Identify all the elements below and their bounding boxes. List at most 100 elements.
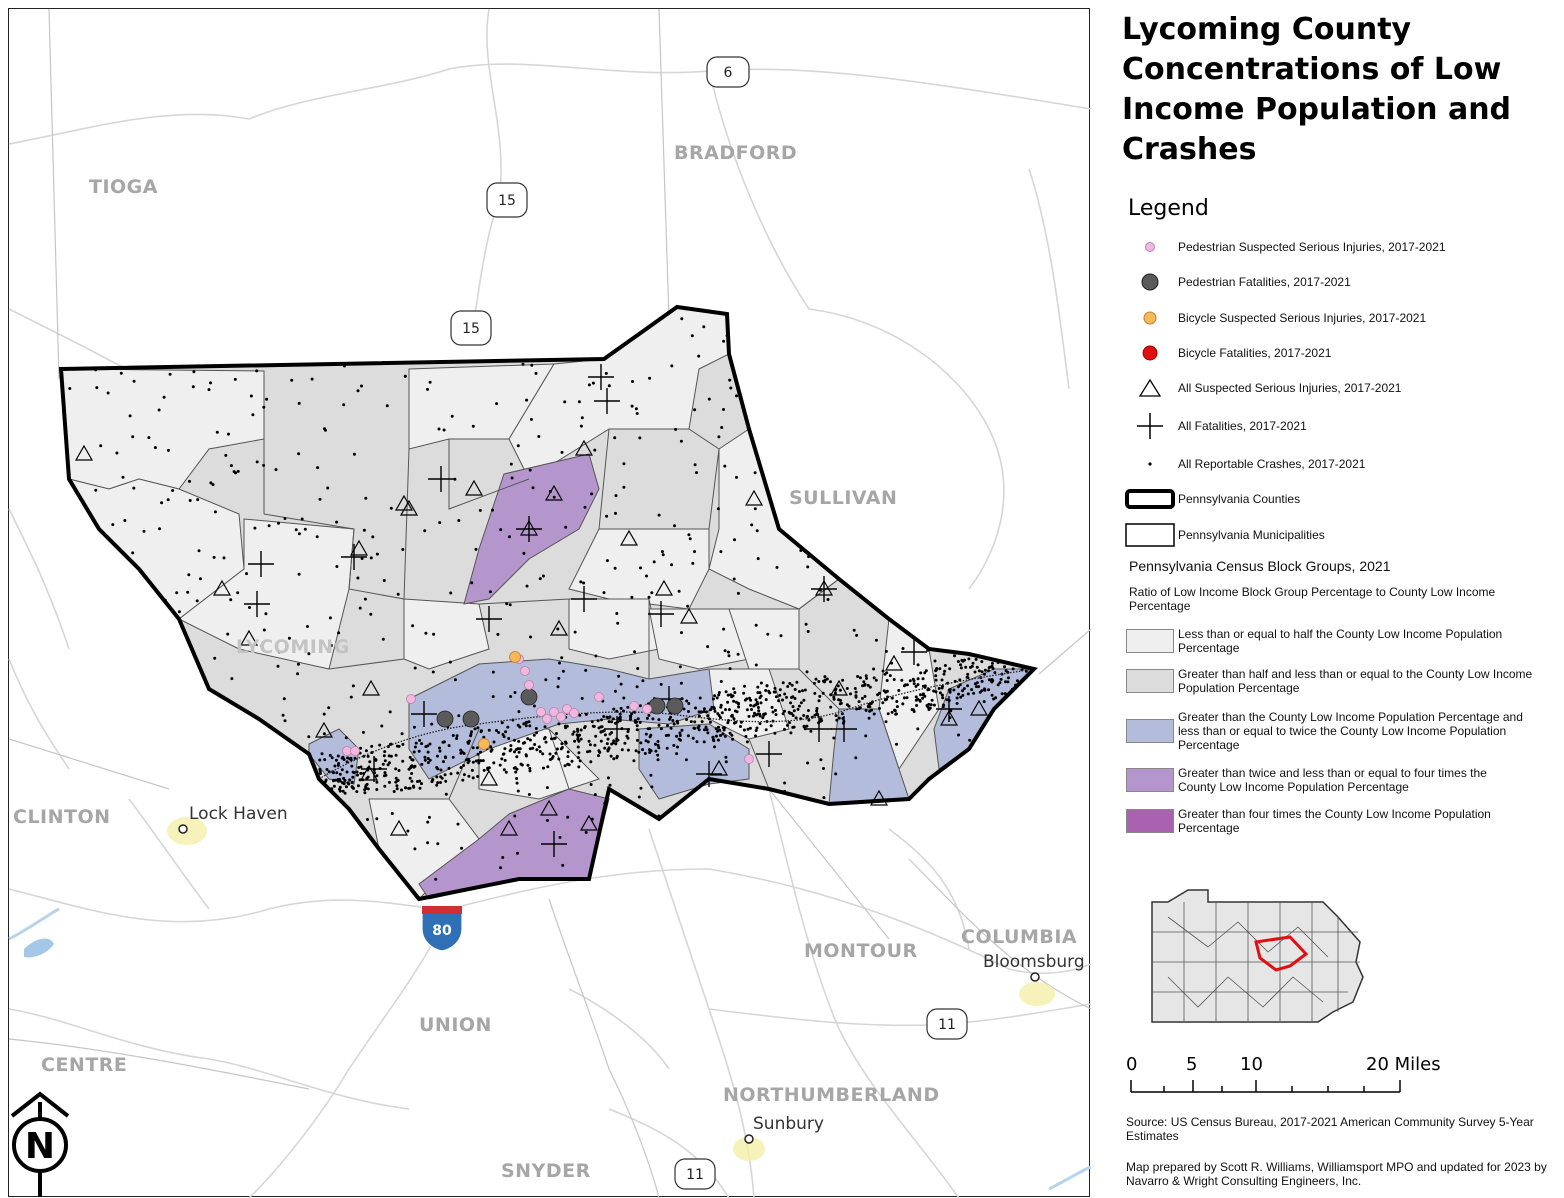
pedestrian-injury-points[interactable]: [342, 654, 754, 764]
map-frame[interactable]: 6 15 15 80 11 11 TIOGA BRADFORD SULLIVAN…: [8, 8, 1092, 1198]
crash-point: [593, 793, 597, 797]
bicycle-injury-point[interactable]: [478, 738, 490, 750]
crash-point: [565, 724, 569, 728]
fatality-marker: [571, 586, 597, 612]
crash-point: [973, 670, 977, 674]
crash-point: [754, 734, 757, 738]
crash-point: [770, 705, 774, 709]
pedestrian-injury-point[interactable]: [536, 707, 546, 717]
crash-point: [450, 414, 454, 418]
block-groups-heading: Pennsylvania Census Block Groups, 2021: [1129, 558, 1391, 574]
fatality-marker: [541, 831, 567, 857]
crash-point: [470, 768, 474, 772]
crash-point: [604, 371, 608, 375]
crash-point: [957, 733, 960, 737]
crash-point: [753, 471, 757, 475]
pedestrian-injury-point[interactable]: [542, 714, 552, 724]
crash-point: [351, 786, 355, 790]
crash-point: [544, 740, 548, 744]
crash-point: [817, 699, 821, 703]
block-group-light[interactable]: [648, 608, 750, 670]
crash-point: [481, 759, 485, 763]
pedestrian-fatality-point[interactable]: [520, 688, 538, 706]
pedestrian-injury-point[interactable]: [350, 746, 360, 756]
crash-point: [267, 524, 271, 528]
pedestrian-injury-point[interactable]: [594, 692, 604, 702]
lycoming-county-boundary[interactable]: [58, 304, 1038, 902]
crash-point: [197, 549, 201, 553]
crash-point: [790, 696, 793, 699]
pedestrian-injury-point[interactable]: [549, 707, 559, 717]
crash-point: [277, 650, 281, 654]
crash-point: [320, 752, 324, 756]
bicycle-injury-point[interactable]: [509, 651, 521, 663]
crash-point: [588, 743, 592, 747]
crash-point: [998, 681, 1002, 685]
crash-point: [959, 695, 963, 699]
block-group-light[interactable]: [568, 598, 660, 660]
crash-point: [773, 731, 777, 735]
pedestrian-injury-point[interactable]: [406, 694, 416, 704]
crash-point: [650, 591, 654, 595]
fatality-marker: [361, 756, 387, 782]
bicycle-injury-points[interactable]: [478, 651, 521, 750]
crash-point: [324, 778, 328, 782]
crash-point: [693, 550, 696, 554]
crash-point: [1003, 665, 1006, 669]
serious-injury-marker: [744, 489, 764, 506]
census-block-groups[interactable]: [60, 306, 1036, 900]
pedestrian-fatality-point[interactable]: [462, 710, 480, 728]
pedestrian-injury-point[interactable]: [520, 666, 530, 676]
crash-point: [282, 697, 286, 701]
crash-point: [756, 685, 760, 689]
crash-point: [629, 715, 633, 719]
pedestrian-injury-point[interactable]: [569, 708, 579, 718]
crash-point: [900, 678, 904, 682]
crash-point: [938, 667, 942, 671]
serious-injury-marker: [359, 764, 379, 781]
pedestrian-injury-point[interactable]: [642, 704, 652, 714]
crash-point: [722, 339, 726, 343]
crash-point: [947, 688, 951, 692]
crash-point: [614, 511, 617, 515]
crash-point: [648, 751, 652, 754]
serious-injury-markers[interactable]: [74, 439, 989, 836]
crash-point: [303, 527, 307, 531]
pedestrian-fatality-point[interactable]: [436, 710, 454, 728]
pedestrian-fatality-points[interactable]: [436, 688, 684, 728]
svg-text:0: 0: [1126, 1054, 1137, 1075]
crash-point: [573, 630, 577, 634]
crash-point: [845, 687, 849, 690]
crash-point: [431, 670, 435, 674]
map-canvas[interactable]: 6 15 15 80 11 11 TIOGA BRADFORD SULLIVAN…: [8, 8, 1092, 1198]
crash-point: [340, 768, 344, 772]
crash-point: [679, 738, 682, 742]
crash-point: [413, 666, 417, 670]
crash-point: [561, 669, 565, 673]
pedestrian-fatality-point[interactable]: [648, 697, 666, 715]
crash-point: [424, 745, 428, 749]
crash-point: [695, 471, 698, 475]
crash-point: [522, 551, 526, 555]
crash-point: [724, 690, 728, 694]
pedestrian-injury-point[interactable]: [744, 754, 754, 764]
pedestrian-injury-point[interactable]: [524, 680, 534, 690]
crash-point: [652, 560, 656, 564]
crash-point: [723, 734, 727, 738]
crash-point: [529, 417, 533, 421]
crash-point: [579, 728, 583, 732]
crash-point: [726, 700, 730, 704]
crash-point: [531, 746, 535, 750]
pedestrian-injury-point[interactable]: [556, 712, 566, 722]
crash-point: [613, 436, 617, 440]
crash-point: [680, 317, 684, 321]
crash-point: [442, 428, 446, 432]
crash-point: [708, 720, 712, 724]
crash-point: [854, 694, 858, 698]
pedestrian-fatality-point[interactable]: [666, 697, 684, 715]
crash-point: [1011, 667, 1015, 671]
pedestrian-injury-point[interactable]: [629, 701, 639, 711]
crash-point: [475, 746, 479, 750]
reportable-crash-points[interactable]: [68, 317, 1029, 881]
crash-point: [477, 761, 481, 765]
